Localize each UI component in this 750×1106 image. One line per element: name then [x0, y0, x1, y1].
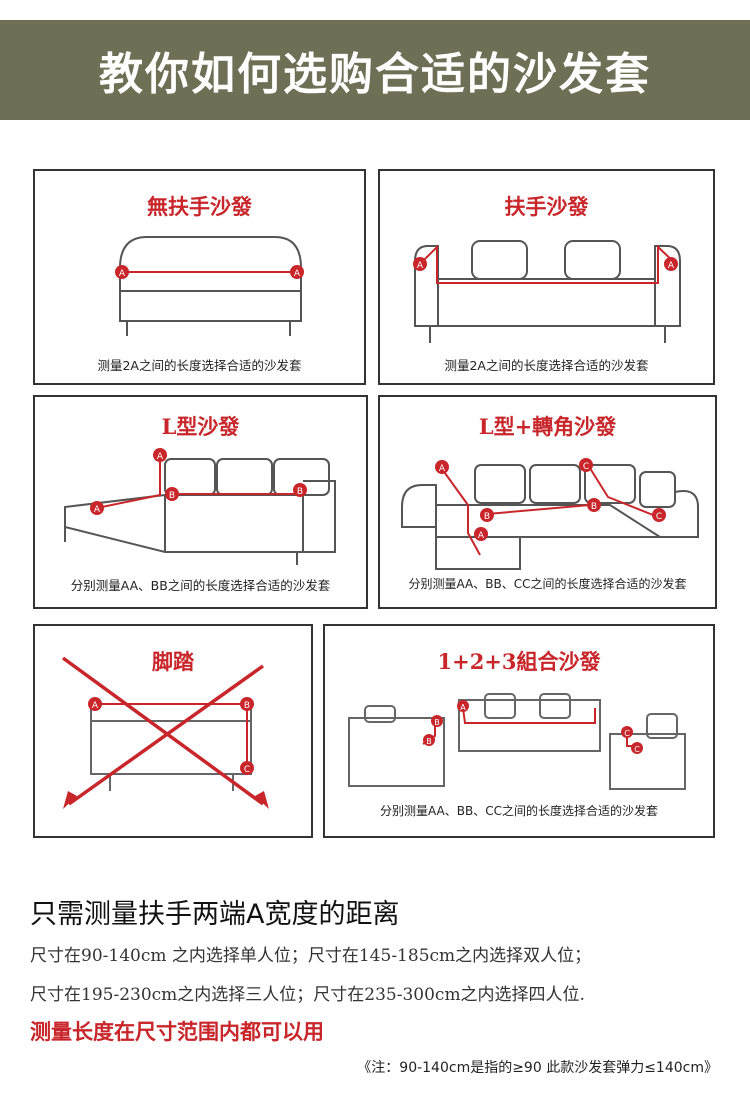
panel-title: L型+轉角沙發: [478, 414, 617, 439]
marker-a-1: A: [435, 460, 449, 474]
svg-text:A: A: [439, 464, 446, 474]
armless-sofa-illustration: A A: [115, 236, 304, 336]
marker-b-2: B: [293, 483, 307, 497]
panel-title: 無扶手沙發: [147, 194, 252, 219]
svg-text:A: A: [94, 505, 101, 515]
sofa-set-illustration: A B B C C: [348, 693, 686, 790]
marker-b-2: B: [587, 498, 601, 512]
panel-armless-sofa: 無扶手沙發 A A 测量2A之间的长度选择合适的沙发套: [33, 169, 366, 385]
marker-c-2: C: [652, 508, 666, 522]
panel-l-shape-sofa: L型沙發 A A B B 分别测量AA、BB之间的长度选择合适的沙发套: [33, 395, 368, 609]
marker-a: A: [88, 697, 102, 711]
panel-caption: 分别测量AA、BB、CC之间的长度选择合适的沙发套: [408, 577, 687, 591]
marker-a-right: A: [664, 257, 678, 271]
svg-text:C: C: [634, 745, 640, 754]
panel-caption: 测量2A之间的长度选择合适的沙发套: [444, 358, 649, 373]
marker-c-1: C: [579, 458, 593, 472]
marker-a-right: A: [290, 265, 304, 279]
svg-text:A: A: [460, 703, 466, 712]
marker-b: B: [240, 697, 254, 711]
svg-text:C: C: [583, 462, 589, 472]
marker-a-left: A: [413, 257, 427, 271]
marker-a-2: A: [90, 501, 104, 515]
marker-b-1: B: [165, 487, 179, 501]
svg-text:B: B: [591, 502, 597, 512]
panel-title: 脚踏: [152, 649, 194, 674]
marker-c-2: C: [631, 742, 643, 754]
size-guide-line-2: 尺寸在195-230cm之内选择三人位；尺寸在235-300cm之内选择四人位.: [30, 985, 585, 1005]
panel-footstool: 脚踏 A B C: [33, 624, 313, 838]
cross-line-2: [67, 664, 265, 806]
panel-l-corner-sofa: L型+轉角沙發 A A B B C C 分别测量AA、BB、CC之间的长度选择合…: [378, 395, 717, 609]
l-shape-sofa-illustration: A A B B: [64, 448, 336, 565]
panel-caption: 分别测量AA、BB、CC之间的长度选择合适的沙发套: [380, 804, 658, 818]
marker-b-1: B: [480, 508, 494, 522]
marker-b-2: B: [423, 734, 435, 746]
footstool-illustration: A B C: [61, 656, 269, 809]
svg-text:A: A: [668, 261, 675, 271]
panel-caption: 测量2A之间的长度选择合适的沙发套: [97, 358, 302, 373]
guide-heading: 只需测量扶手两端A宽度的距离: [30, 899, 400, 930]
panel-title: 1+2+3組合沙發: [437, 649, 601, 674]
svg-text:A: A: [119, 269, 126, 279]
svg-text:A: A: [478, 531, 485, 541]
svg-text:B: B: [434, 718, 440, 727]
svg-text:A: A: [157, 452, 164, 462]
page-title: 教你如何选购合适的沙发套: [99, 49, 651, 100]
usage-emphasis: 测量长度在尺寸范围内都可以用: [30, 1019, 324, 1044]
panel-123-set: 1+2+3組合沙發 A B B C C 分别测量AA、BB、CC之间的长度选择合…: [323, 624, 715, 838]
cross-line-1: [61, 656, 265, 806]
marker-a-2: A: [474, 527, 488, 541]
marker-b-1: B: [431, 715, 443, 727]
svg-text:B: B: [426, 737, 432, 746]
panel-caption: 分别测量AA、BB之间的长度选择合适的沙发套: [70, 578, 331, 593]
armrest-sofa-illustration: A A: [413, 240, 681, 343]
marker-c-1: C: [621, 726, 633, 738]
svg-text:A: A: [294, 269, 301, 279]
svg-text:B: B: [169, 491, 175, 501]
svg-text:C: C: [624, 729, 630, 738]
panel-title: L型沙發: [161, 414, 240, 439]
svg-text:C: C: [244, 765, 250, 775]
svg-text:B: B: [297, 487, 303, 497]
marker-a: A: [457, 700, 469, 712]
svg-text:B: B: [244, 701, 250, 711]
svg-text:A: A: [92, 701, 99, 711]
marker-c: C: [240, 761, 254, 775]
l-corner-sofa-illustration: A A B B C C: [401, 458, 699, 570]
svg-text:B: B: [484, 512, 490, 522]
header-banner: 教你如何选购合适的沙发套: [0, 20, 750, 120]
svg-text:A: A: [417, 261, 424, 271]
svg-text:C: C: [656, 512, 662, 522]
elasticity-note: 《注：90-140cm是指的≥90 此款沙发套弹力≤140cm》: [357, 1060, 718, 1076]
panel-title: 扶手沙發: [504, 194, 589, 219]
panel-armrest-sofa: 扶手沙發 A A 测量2A之间的长度选择合适的沙发套: [378, 169, 715, 385]
marker-a-left: A: [115, 265, 129, 279]
size-guide-line-1: 尺寸在90-140cm 之内选择单人位；尺寸在145-185cm之内选择双人位；: [30, 946, 592, 966]
marker-a-1: A: [153, 448, 167, 462]
